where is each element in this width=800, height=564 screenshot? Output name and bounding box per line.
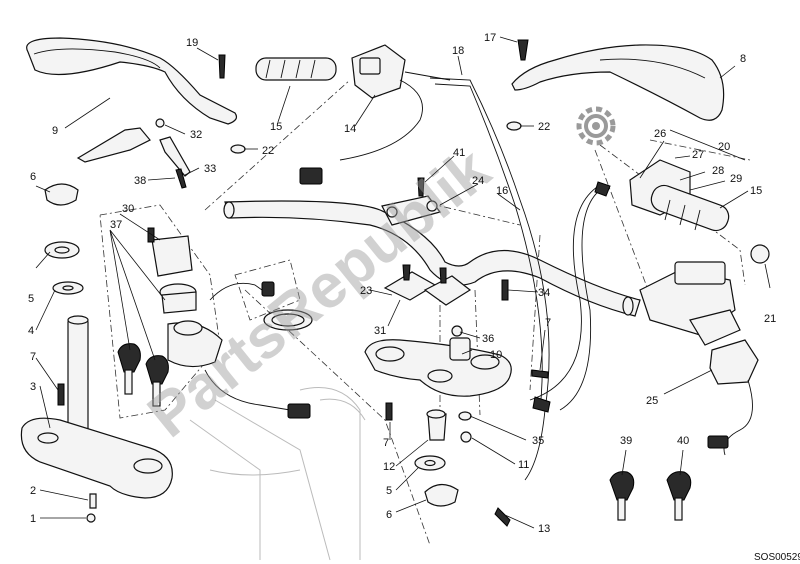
mirror-bracket	[76, 118, 191, 189]
callout-11: 11	[518, 459, 529, 471]
callout-30: 30	[122, 203, 134, 215]
callout-6a: 6	[30, 171, 36, 183]
callout-36: 36	[482, 333, 494, 345]
right-mirror	[511, 44, 725, 121]
callout-10: 10	[490, 349, 502, 361]
callout-17: 17	[484, 32, 496, 44]
callout-4: 4	[28, 325, 34, 337]
callout-14: 14	[344, 123, 356, 135]
callout-6b: 6	[386, 509, 392, 521]
right-switch	[707, 339, 759, 456]
callout-28: 28	[712, 165, 724, 177]
callout-8: 8	[740, 53, 746, 65]
handlebar-clamp-upper	[381, 177, 442, 226]
callout-40: 40	[677, 435, 689, 447]
callout-16: 16	[496, 185, 508, 197]
callout-15b: 15	[750, 185, 762, 197]
callout-23: 23	[360, 285, 372, 297]
callout-27: 27	[692, 149, 704, 161]
steering-column	[20, 183, 173, 523]
callout-41: 41	[453, 147, 465, 159]
callouts: 1 2 3 4 5 5 6 6 7 7 7 8 9 10 11 12 13 14…	[28, 32, 776, 535]
callout-34: 34	[538, 287, 550, 299]
left-mirror	[26, 37, 238, 125]
callout-3: 3	[30, 381, 36, 393]
callout-13: 13	[538, 523, 550, 535]
callout-7b: 7	[383, 437, 389, 449]
ignition-lock	[147, 227, 311, 419]
throttle-assembly	[594, 159, 770, 264]
callout-38: 38	[134, 175, 146, 187]
callout-35: 35	[532, 435, 544, 447]
callout-5a: 5	[28, 293, 34, 305]
callout-2: 2	[30, 485, 36, 497]
callout-37: 37	[110, 219, 122, 231]
steering-stem-parts	[385, 369, 549, 507]
diagram-code: SOS00529	[754, 552, 800, 563]
callout-5b: 5	[386, 485, 392, 497]
left-switch	[299, 44, 451, 185]
top-yoke	[364, 325, 512, 397]
callout-31: 31	[374, 325, 386, 337]
callout-9: 9	[52, 125, 58, 137]
frame-outline	[189, 387, 366, 561]
callout-26: 26	[654, 128, 666, 140]
callout-32: 32	[190, 129, 202, 141]
callout-25: 25	[646, 395, 658, 407]
callout-20: 20	[718, 141, 730, 153]
leader-lines	[35, 36, 771, 529]
callout-19: 19	[186, 37, 198, 49]
handlebar	[223, 200, 641, 317]
keys	[117, 343, 692, 521]
callout-24: 24	[472, 175, 484, 187]
callout-22b: 22	[538, 121, 550, 133]
callout-21: 21	[764, 313, 776, 325]
gear-icon	[576, 106, 616, 146]
callout-22a: 22	[262, 145, 274, 157]
callout-33: 33	[204, 163, 216, 175]
left-grip	[255, 57, 337, 81]
callout-39: 39	[620, 435, 632, 447]
callout-12: 12	[383, 461, 395, 473]
callout-18: 18	[452, 45, 464, 57]
callout-29: 29	[730, 173, 742, 185]
callout-7c: 7	[545, 317, 551, 329]
bolts	[218, 39, 529, 331]
handlebar-clamps	[383, 264, 472, 306]
callout-1: 1	[30, 513, 36, 525]
brake-master-cylinder	[639, 261, 741, 346]
callout-15a: 15	[270, 121, 282, 133]
callout-7a: 7	[30, 351, 36, 363]
